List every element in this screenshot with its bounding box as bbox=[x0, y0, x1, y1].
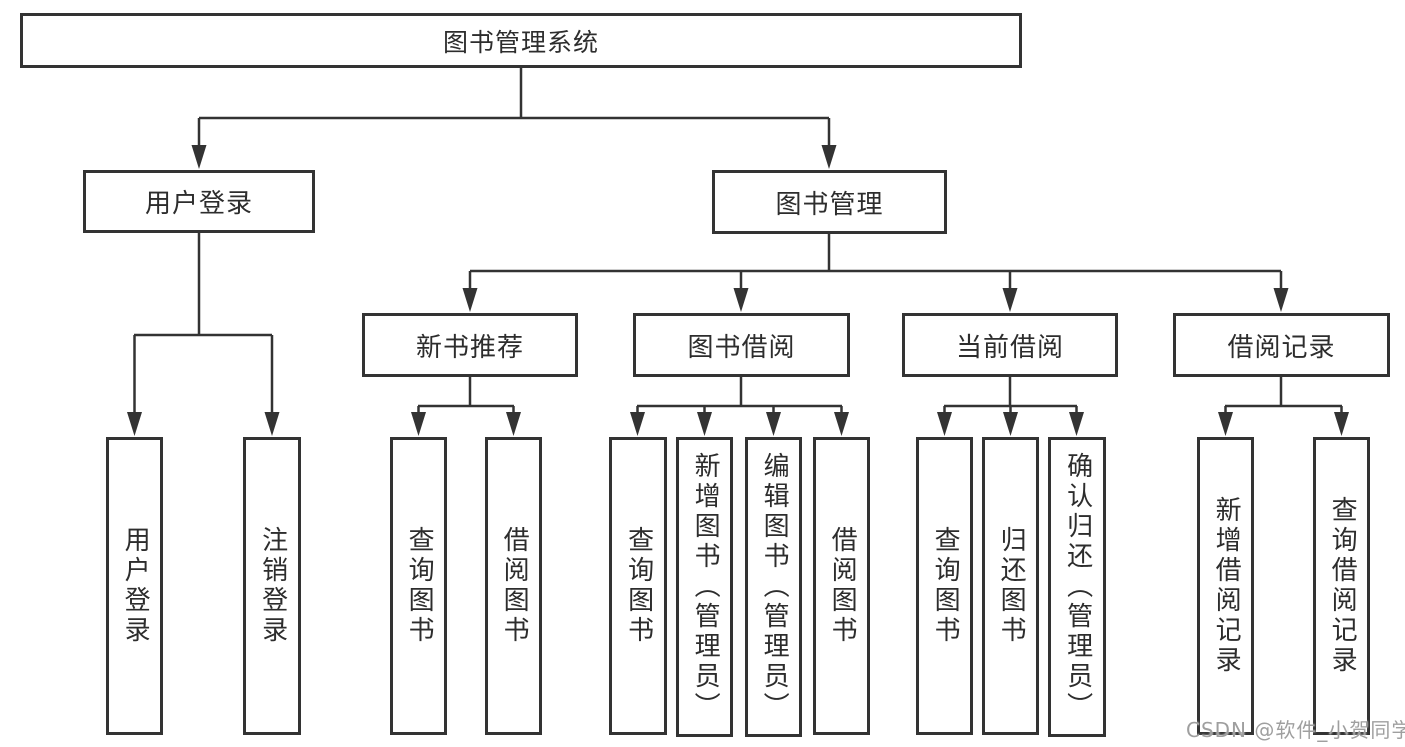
node-new-book-recommend: 新书推荐 bbox=[362, 313, 578, 377]
node-edit-books-admin: 编辑图书（管理员） bbox=[745, 437, 802, 737]
node-query-borrow-record: 查询借阅记录 bbox=[1313, 437, 1370, 735]
node-book-borrowing: 图书借阅 bbox=[633, 313, 850, 377]
watermark-text: CSDN @软件_小贺同学 bbox=[1186, 718, 1405, 742]
node-current-borrowing: 当前借阅 bbox=[902, 313, 1118, 377]
node-logout-action: 注销登录 bbox=[243, 437, 301, 735]
node-query-books-recommend: 查询图书 bbox=[390, 437, 447, 735]
node-query-books-current: 查询图书 bbox=[916, 437, 973, 735]
node-add-books-admin: 新增图书（管理员） bbox=[676, 437, 733, 737]
node-borrow-books-borrowing: 借阅图书 bbox=[813, 437, 870, 735]
node-query-books-borrowing: 查询图书 bbox=[609, 437, 667, 735]
node-login-action: 用户登录 bbox=[106, 437, 163, 735]
node-borrowing-records: 借阅记录 bbox=[1173, 313, 1390, 377]
node-confirm-return-admin: 确认归还（管理员） bbox=[1048, 437, 1106, 737]
node-library-system: 图书管理系统 bbox=[20, 13, 1022, 68]
node-borrow-books-recommend: 借阅图书 bbox=[485, 437, 542, 735]
node-add-borrow-record: 新增借阅记录 bbox=[1197, 437, 1254, 735]
node-return-books: 归还图书 bbox=[982, 437, 1039, 735]
node-user-login: 用户登录 bbox=[83, 170, 315, 233]
node-book-management: 图书管理 bbox=[712, 170, 947, 234]
